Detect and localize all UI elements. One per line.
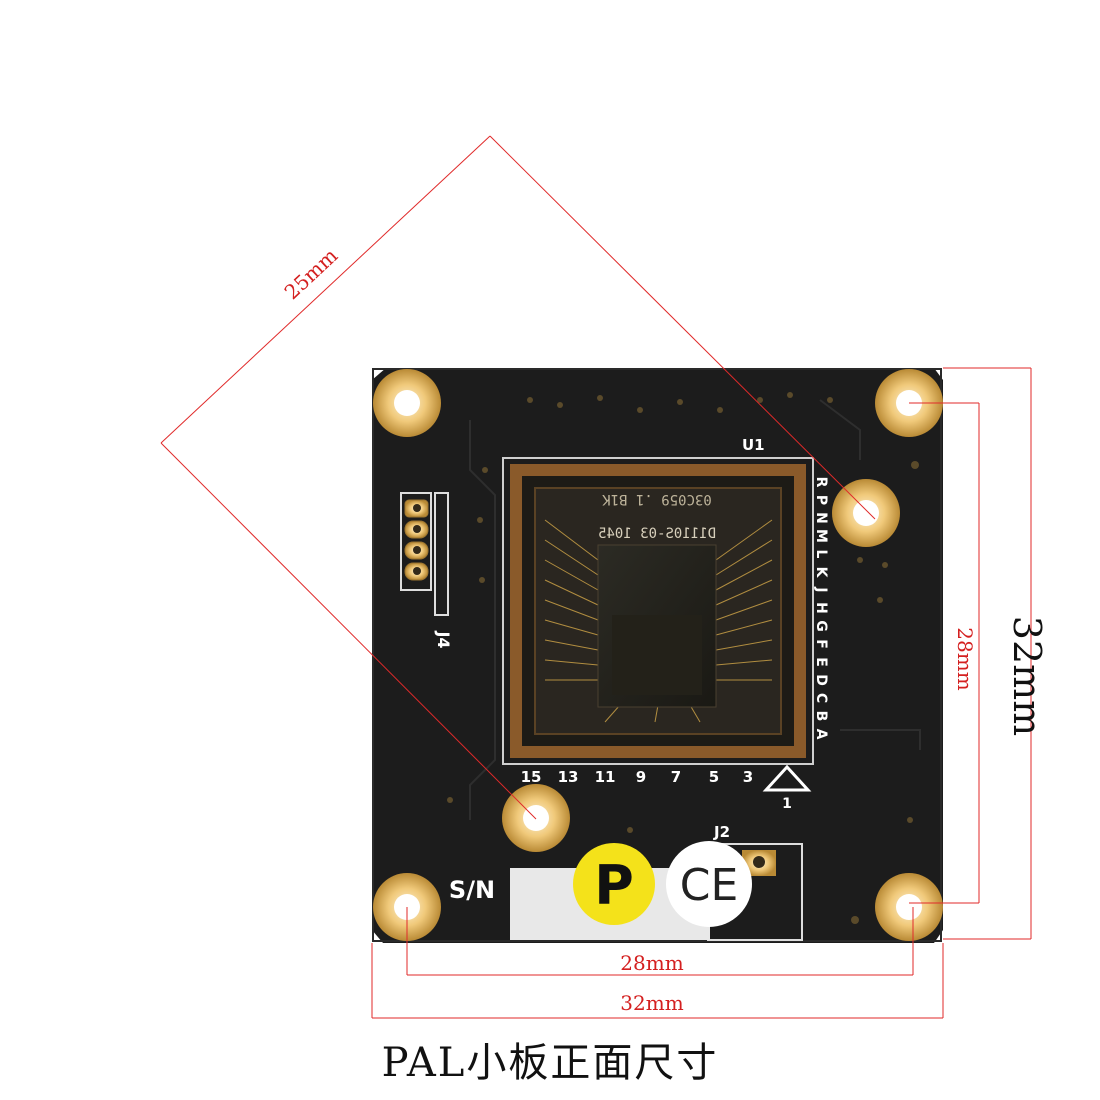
- right-outer-dimension-label: 32mm: [1005, 616, 1049, 736]
- col-number: 11: [595, 768, 616, 786]
- pass-sticker: P: [573, 843, 655, 925]
- row-letters: R P N M L K J H G F E D C B A: [813, 477, 829, 740]
- pin1-label: 1: [782, 796, 792, 812]
- row-letter: J: [813, 586, 829, 592]
- mount-hole-top-left: [373, 369, 441, 437]
- row-letter: M: [813, 529, 829, 543]
- col-number: 7: [671, 768, 681, 786]
- dimension-bottom: [371, 907, 944, 1019]
- bottom-inner-dimension-label: 28mm: [620, 951, 683, 975]
- mount-hole-bottom-right: [875, 873, 943, 941]
- row-letter: N: [813, 512, 829, 524]
- row-letter: G: [813, 620, 829, 632]
- j4-label: J4: [434, 630, 453, 648]
- serial-label: S/N: [449, 876, 495, 904]
- row-letter: K: [813, 567, 829, 579]
- col-number: 5: [709, 768, 719, 786]
- col-number: 13: [558, 768, 579, 786]
- chip-marking-line1: 03C059 .1 B1K: [602, 491, 712, 507]
- bottom-outer-dimension-label: 32mm: [620, 991, 683, 1015]
- col-number: 9: [636, 768, 646, 786]
- row-letter: R: [813, 477, 829, 488]
- row-letter: E: [813, 657, 829, 667]
- mount-hole-inner-top-right: [832, 479, 900, 547]
- image-sensor-chip: 03C059 .1 B1K D1110S-03 1045 U1: [502, 436, 814, 765]
- diagonal-dimension-label: 25mm: [280, 243, 343, 304]
- j2-label: J2: [713, 823, 730, 841]
- row-letter: C: [813, 693, 829, 703]
- col-number: 3: [743, 768, 753, 786]
- pass-sticker-letter: P: [594, 854, 634, 917]
- ce-sticker: CE: [666, 841, 752, 927]
- mount-hole-inner-bottom-left: [502, 784, 570, 852]
- connector-j4: J4: [400, 492, 453, 649]
- right-inner-dimension-label: 28mm: [953, 627, 977, 690]
- chip-marking-line2: D1110S-03 1045: [598, 526, 716, 542]
- col-number: 15: [521, 768, 542, 786]
- row-letter: P: [813, 495, 829, 505]
- column-numbers: 15 13 11 9 7 5 3: [521, 768, 754, 786]
- caption: PAL小板正面尺寸: [381, 1040, 719, 1086]
- row-letter: F: [813, 639, 829, 649]
- dimension-diagonal: [160, 135, 876, 820]
- pin1-marker: 1: [762, 764, 812, 812]
- dimension-right: [909, 367, 1032, 940]
- row-letter: L: [813, 550, 829, 559]
- chip-ref-label: U1: [742, 436, 765, 454]
- row-letter: H: [813, 602, 829, 614]
- ce-mark: CE: [680, 860, 739, 911]
- row-letter: B: [813, 711, 829, 722]
- row-letter: A: [813, 729, 829, 740]
- row-letter: D: [813, 674, 829, 686]
